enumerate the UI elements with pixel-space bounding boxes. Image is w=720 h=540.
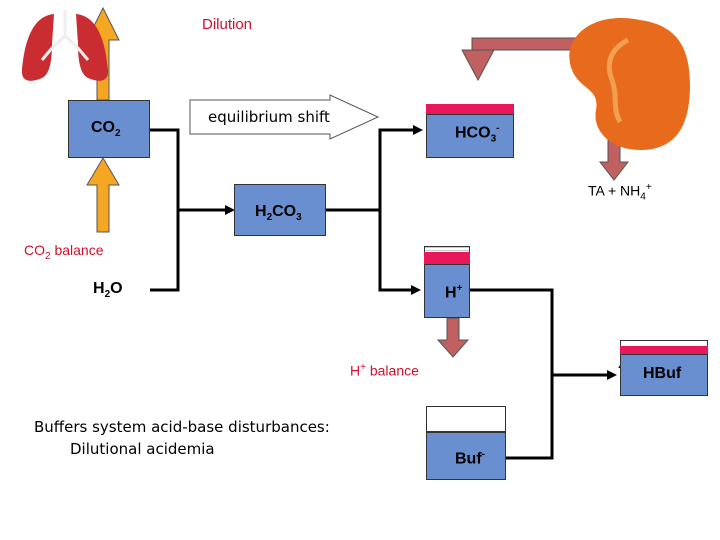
- buf-to-hbuf-line: [506, 375, 554, 460]
- h-label: H+: [445, 283, 463, 302]
- hco3-label: HCO3-: [455, 123, 500, 145]
- co2-box: CO2: [68, 100, 150, 158]
- h2co3-box: H2CO3: [234, 184, 326, 236]
- hco3-box: HCO3-: [426, 114, 514, 158]
- h2o-label: H2O: [93, 280, 123, 301]
- hco3-red-bar: [426, 104, 514, 114]
- kidney-image: [569, 18, 690, 150]
- hbuf-red-bar: [620, 346, 708, 354]
- h-to-balance-arrow: [436, 317, 470, 358]
- co2-label: CO2: [91, 119, 121, 140]
- h2co3-to-h-line: [378, 210, 421, 295]
- kidney-output-label: TA + NH4+: [588, 182, 652, 203]
- equilibrium-shift-arrow: [189, 94, 380, 140]
- diagram-title: Dilution: [202, 16, 253, 33]
- h2o-to-h2co3-line: [150, 210, 180, 292]
- caption-line2: Dilutional acidemia: [70, 440, 215, 458]
- lungs-image: [21, 10, 109, 81]
- h2co3-label: H2CO3: [255, 203, 302, 224]
- h-red-bar: [424, 252, 470, 264]
- h2co3-to-hco3-line: [326, 125, 423, 212]
- caption-line1: Buffers system acid-base disturbances:: [34, 418, 330, 436]
- buf-label: Buf-: [455, 449, 485, 468]
- co2-balance-label: CO2 balance: [24, 242, 104, 262]
- buf-box: Buf-: [426, 432, 506, 480]
- buf-level-bar: [426, 406, 506, 432]
- co2-production-arrow: [86, 157, 120, 233]
- h-box: H+: [424, 264, 470, 318]
- hbuf-label: HBuf: [643, 365, 682, 382]
- co2-to-h2co3-line: [150, 128, 235, 215]
- h-balance-label: H+ balance: [350, 362, 419, 379]
- h-to-hbuf-line: [470, 288, 617, 380]
- hbuf-box: HBuf: [620, 354, 708, 396]
- equilibrium-label: equilibrium shift: [208, 108, 330, 126]
